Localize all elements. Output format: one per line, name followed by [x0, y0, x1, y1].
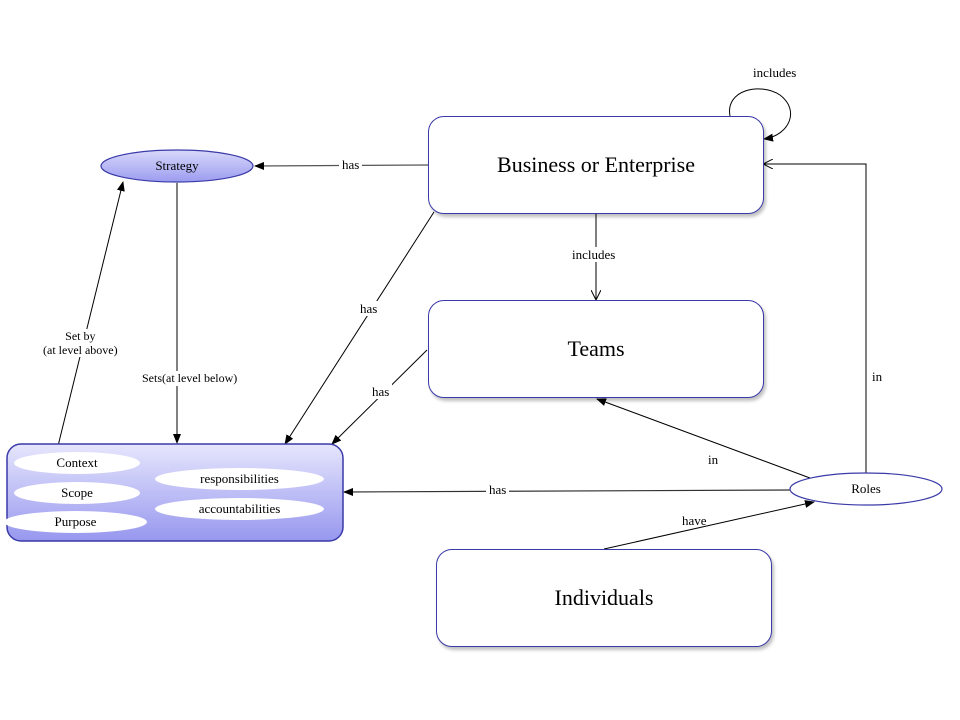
edge-roles-in-business: [764, 164, 867, 473]
attribute-context-label: Context: [56, 455, 98, 470]
label-business-has-attributes: has: [357, 301, 381, 316]
node-individuals[interactable]: Individuals: [436, 549, 772, 647]
label-individuals-have-roles: have: [682, 513, 707, 528]
edge-roles-has-attributes: [343, 487, 792, 496]
attribute-responsibilities: responsibilities: [155, 468, 324, 490]
node-strategy[interactable]: Strategy: [101, 150, 253, 182]
label-set-by: Set by (at level above): [40, 329, 121, 357]
label-strategy-sets: Sets(at level below): [139, 371, 241, 386]
label-set-by-line2: (at level above): [43, 343, 118, 357]
label-teams-has-attributes: has: [369, 384, 393, 399]
label-set-by-line1: Set by: [65, 329, 96, 343]
edge-individuals-have-roles: [603, 500, 815, 550]
label-roles-in-business: in: [872, 369, 883, 384]
node-roles-label: Roles: [851, 481, 881, 496]
node-individuals-label: Individuals: [554, 585, 654, 610]
node-teams[interactable]: Teams: [428, 300, 764, 398]
edge-roles-in-teams: [596, 398, 811, 479]
attribute-scope-label: Scope: [61, 485, 93, 500]
strategy-ellipse-shape: [100, 149, 254, 183]
attribute-scope: Scope: [14, 482, 140, 504]
node-strategy-label: Strategy: [155, 158, 199, 173]
label-includes-self: includes: [750, 65, 800, 80]
attribute-context: Context: [14, 452, 140, 474]
roles-ellipse-shape: [789, 472, 943, 506]
node-roles[interactable]: Roles: [790, 473, 942, 505]
edge-set-by: [57, 181, 125, 447]
edge-business-has-attributes: [284, 211, 435, 445]
label-roles-in-teams: in: [708, 452, 719, 467]
node-attributes-box[interactable]: Context Scope Purpose responsibilities a…: [4, 444, 343, 541]
attribute-accountabilities: accountabilities: [155, 498, 324, 520]
node-teams-label: Teams: [567, 336, 625, 361]
label-roles-has-attributes: has: [486, 482, 510, 497]
node-business[interactable]: Business or Enterprise: [428, 116, 764, 214]
label-business-has-strategy: has: [339, 157, 363, 172]
attribute-responsibilities-label: responsibilities: [200, 471, 279, 486]
attribute-purpose-label: Purpose: [54, 514, 97, 529]
label-business-includes-teams: includes: [569, 247, 619, 262]
node-business-label: Business or Enterprise: [497, 152, 695, 177]
attribute-accountabilities-label: accountabilities: [198, 501, 281, 516]
edge-business-includes-self: [729, 88, 792, 142]
attribute-purpose: Purpose: [4, 511, 147, 533]
